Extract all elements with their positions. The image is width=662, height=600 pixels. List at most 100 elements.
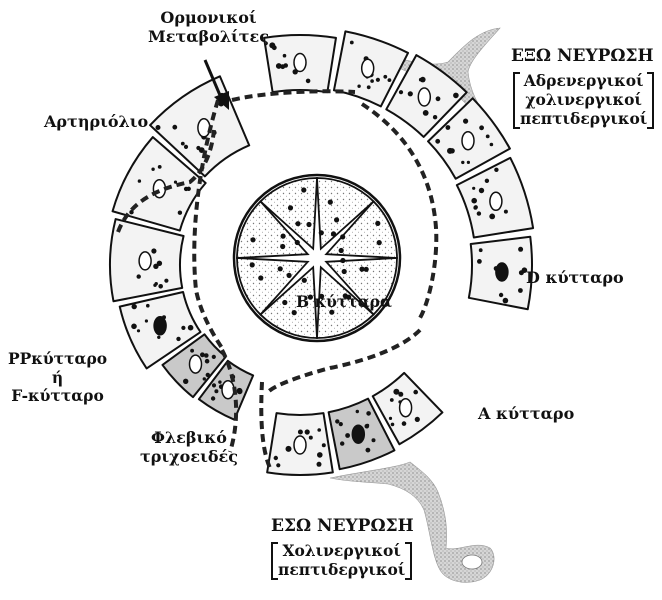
granule xyxy=(183,379,188,384)
granule xyxy=(322,443,326,447)
granule xyxy=(435,139,440,144)
granule xyxy=(489,214,495,220)
granule xyxy=(391,423,395,427)
granule xyxy=(306,222,311,227)
granule xyxy=(301,187,306,192)
granule xyxy=(181,142,185,146)
granule xyxy=(388,78,392,82)
granule xyxy=(250,237,255,242)
granule xyxy=(479,125,484,130)
granule xyxy=(295,240,300,245)
nucleus xyxy=(400,399,412,417)
granule xyxy=(518,288,523,293)
granule xyxy=(131,324,137,330)
granule xyxy=(278,266,283,271)
granule xyxy=(190,349,194,353)
nucleus xyxy=(154,317,166,335)
granule xyxy=(274,456,278,460)
granule xyxy=(317,428,321,432)
granule xyxy=(485,179,489,183)
granule xyxy=(467,161,470,164)
granule xyxy=(298,430,303,435)
nucleus xyxy=(352,425,364,443)
granule xyxy=(137,329,140,332)
granule xyxy=(453,93,459,99)
granule xyxy=(317,452,323,458)
granule xyxy=(433,115,437,119)
capillary-border-top xyxy=(232,91,355,100)
granule xyxy=(494,168,498,172)
granule xyxy=(214,389,218,393)
granule xyxy=(423,110,429,116)
granule xyxy=(490,143,494,147)
granule xyxy=(377,240,382,245)
granule xyxy=(375,221,380,226)
pp-cell-label: PPκύτταρο ή F-κύτταρο xyxy=(8,350,107,406)
granule xyxy=(461,161,464,164)
granule xyxy=(164,279,168,283)
granule xyxy=(503,298,509,304)
granule xyxy=(477,211,481,215)
granule xyxy=(390,398,394,402)
granule xyxy=(281,234,286,239)
granule xyxy=(408,91,413,96)
granule xyxy=(486,135,490,139)
granule xyxy=(184,145,188,149)
granule xyxy=(339,422,343,426)
granule xyxy=(328,200,333,205)
granule xyxy=(317,462,322,467)
granule xyxy=(334,217,339,222)
granule xyxy=(413,390,418,395)
granule xyxy=(156,125,161,130)
granule xyxy=(269,42,275,48)
nucleus xyxy=(362,59,374,77)
granule xyxy=(402,421,407,426)
b-cell-label: B κύτταρα xyxy=(296,293,392,312)
granule xyxy=(178,211,182,215)
granule xyxy=(250,262,255,267)
granule xyxy=(331,231,336,236)
granule xyxy=(446,125,451,130)
granule xyxy=(370,79,374,83)
granule xyxy=(145,319,148,322)
granule xyxy=(282,300,287,305)
granule xyxy=(258,275,263,280)
granule xyxy=(287,273,292,278)
granule xyxy=(280,244,285,249)
granule xyxy=(181,326,185,330)
granule xyxy=(420,77,426,83)
granule xyxy=(340,234,345,239)
nucleus xyxy=(418,88,430,106)
nucleus xyxy=(490,192,502,210)
granule xyxy=(237,388,243,394)
granule xyxy=(200,352,205,357)
ring-cell xyxy=(110,219,184,301)
granule xyxy=(302,278,307,283)
granule xyxy=(151,168,154,171)
granule xyxy=(463,119,468,124)
granule xyxy=(335,419,339,423)
granule xyxy=(366,411,371,416)
granule xyxy=(319,230,324,235)
granule xyxy=(309,436,313,440)
granule xyxy=(212,355,216,359)
nucleus xyxy=(190,355,202,373)
nucleus xyxy=(294,436,306,454)
capillary-border-bottom xyxy=(261,382,270,468)
granule xyxy=(138,179,141,182)
granule xyxy=(187,187,191,191)
nucleus xyxy=(222,381,234,399)
granule xyxy=(479,188,484,193)
granule xyxy=(286,446,292,452)
granule xyxy=(472,187,475,190)
granule xyxy=(283,54,287,58)
granule xyxy=(350,41,354,45)
granule xyxy=(157,336,160,339)
granule xyxy=(137,274,141,278)
nucleus xyxy=(198,119,210,137)
inner-innervation-item: Χολινεργικοί xyxy=(278,542,405,561)
granule xyxy=(218,380,221,383)
granule xyxy=(342,269,347,274)
outer-innervation-title: ΕΞΩ ΝΕΥΡΩΣΗ xyxy=(511,46,654,66)
inner-innervation-item: πεπτιδεργικοί xyxy=(278,561,405,580)
